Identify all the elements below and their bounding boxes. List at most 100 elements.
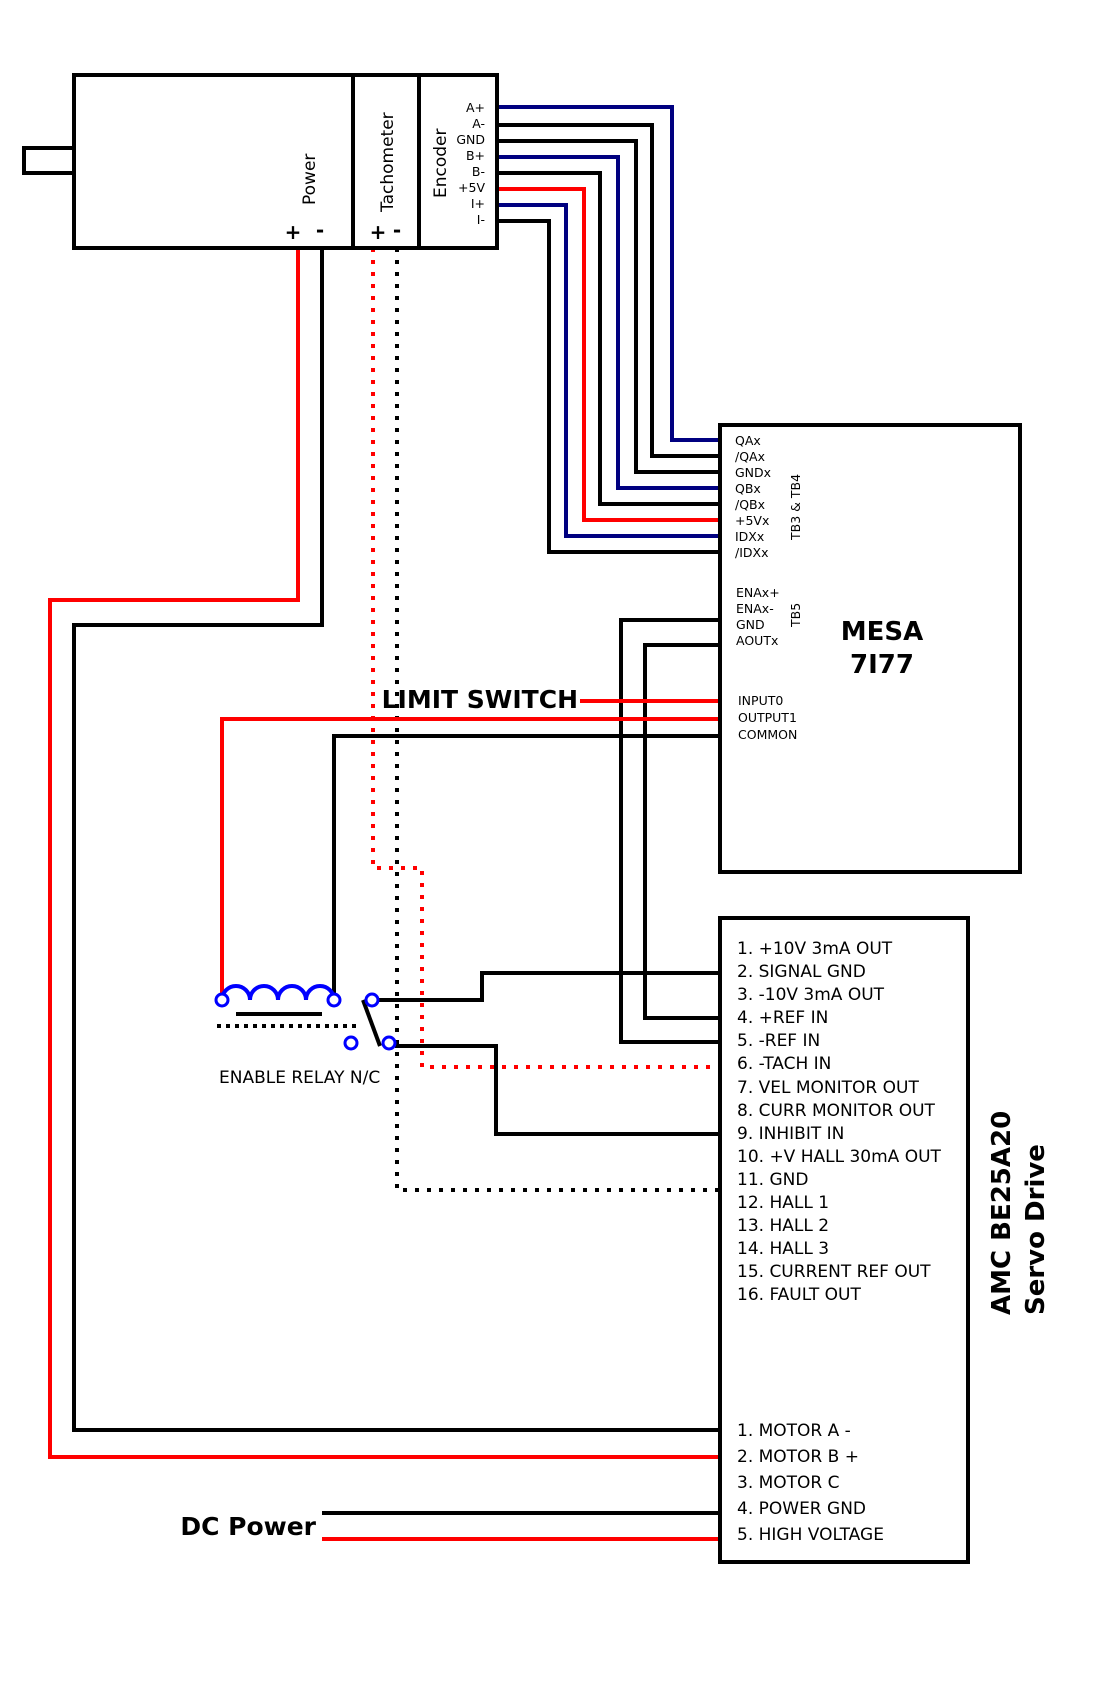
wire-inhibit (395, 1044, 720, 1136)
motor-body (72, 73, 499, 250)
drive-pin: 15. CURRENT REF OUT (737, 1262, 931, 1282)
encoder-pin: B- (472, 164, 485, 179)
mesa-tb5-label: TB5 (788, 603, 803, 628)
mesa-pin: /QBx (735, 497, 765, 512)
mesa-tb5-pins: ENAx+ ENAx- GND AOUTx (736, 585, 780, 648)
relay-contact-wires (378, 971, 720, 1136)
drive-pin: 16. FAULT OUT (737, 1285, 861, 1305)
drive-pin: 3. -10V 3mA OUT (737, 985, 885, 1005)
wire-b-plus (497, 155, 722, 490)
mesa-pin: /QAx (735, 449, 765, 464)
drive-pin: 4. POWER GND (737, 1499, 866, 1519)
mesa-pin: OUTPUT1 (738, 710, 797, 725)
mesa-pin: ENAx- (736, 601, 774, 616)
motor-power-wires (48, 248, 720, 1459)
wire-motor-plus (48, 248, 720, 1459)
mesa-pin: INPUT0 (738, 693, 783, 708)
limit-switch-label: LIMIT SWITCH (382, 685, 578, 714)
mesa-box (718, 423, 1022, 874)
motor-power-minus: - (316, 218, 324, 242)
mesa-title-line2: 7I77 (850, 650, 914, 680)
wire-aout (643, 643, 720, 1020)
wire-i-plus (497, 203, 722, 538)
mesa-tb34-label: TB3 & TB4 (788, 474, 803, 541)
mesa-pin: /IDXx (735, 545, 768, 560)
relay-contact-terminal (381, 1035, 397, 1051)
motor-power-plus: + (285, 220, 302, 244)
drive-pin: 9. INHIBIT IN (737, 1124, 844, 1144)
drive-pin: 3. MOTOR C (737, 1473, 840, 1493)
mesa-pin: QAx (735, 433, 761, 448)
motor: Power Tachometer Encoder + - + - A+ A- G… (22, 73, 499, 250)
io-wires (220, 699, 720, 1000)
encoder-pin: B+ (466, 148, 485, 163)
wire-signal-gnd (378, 971, 720, 1002)
wire-gnd (497, 139, 722, 474)
motor-shaft (22, 146, 76, 175)
motor-tach-plus: + (370, 220, 387, 244)
mesa-pin: COMMON (738, 727, 797, 742)
drive-box (718, 916, 970, 1564)
relay-coil-icon (220, 984, 336, 1001)
encoder-pin-labels: A+ A- GND B+ B- +5V I+ I- (456, 100, 485, 227)
drive-pin: 5. HIGH VOLTAGE (737, 1525, 884, 1545)
encoder-pin: A- (472, 116, 485, 131)
wire-i-minus (497, 219, 722, 554)
relay-contact-terminal (364, 992, 380, 1008)
relay-coil-terminal (214, 992, 230, 1008)
wire-a-minus (497, 123, 722, 458)
relay-contact-arm (361, 999, 382, 1047)
mesa-io-pins: INPUT0 OUTPUT1 COMMON (738, 693, 797, 742)
mesa-pin: AOUTx (736, 633, 778, 648)
mesa-7i77-board: MESA 7I77 TB3 & TB4 TB5 QAx /QAx GNDx QB… (718, 423, 1022, 874)
motor-tach-minus: - (393, 218, 401, 242)
mesa-pin: ENAx+ (736, 585, 780, 600)
drive-pin: 12. HALL 1 (737, 1193, 829, 1213)
encoder-wires (497, 105, 722, 554)
wire-common (332, 734, 720, 1000)
drive-pin: 4. +REF IN (737, 1008, 828, 1028)
mesa-title-line1: MESA (841, 617, 923, 647)
mesa-pin: GND (736, 617, 765, 632)
drive-pin: 11. GND (737, 1170, 808, 1190)
drive-pin: 1. MOTOR A - (737, 1421, 851, 1441)
wire-output1 (220, 717, 720, 1000)
relay-contact-terminal (343, 1035, 359, 1051)
drive-pin: 8. CURR MONITOR OUT (737, 1101, 936, 1121)
wire-b-minus (497, 171, 722, 506)
encoder-pin: I- (477, 212, 485, 227)
enable-relay: ENABLE RELAY N/C (214, 984, 397, 1088)
motor-power-label: Power (300, 154, 320, 205)
encoder-pin: I+ (471, 196, 485, 211)
wire-tach-minus (395, 248, 718, 1192)
drive-pin: 2. MOTOR B + (737, 1447, 859, 1467)
encoder-pin: +5V (458, 180, 485, 195)
mesa-pin: QBx (735, 481, 761, 496)
wire-motor-minus (72, 248, 720, 1432)
tach-wires (371, 248, 718, 1192)
mesa-pin: IDXx (735, 529, 764, 544)
mesa-pin: GNDx (735, 465, 771, 480)
encoder-pin: GND (456, 132, 485, 147)
amc-servo-drive: AMC BE25A20 Servo Drive 1. +10V 3mA OUT … (718, 916, 1051, 1564)
drive-pin: 13. HALL 2 (737, 1216, 829, 1236)
wire-ena-minus (619, 618, 720, 1044)
drive-pin: 6. -TACH IN (737, 1054, 831, 1074)
mesa-pin: +5Vx (735, 513, 769, 528)
drive-pin: 10. +V HALL 30mA OUT (737, 1147, 942, 1167)
dc-power-wires (322, 1511, 720, 1541)
dc-power-label: DC Power (180, 1512, 316, 1541)
motor-tach-label: Tachometer (378, 112, 398, 213)
drive-pin: 2. SIGNAL GND (737, 962, 866, 982)
drive-title-line2: Servo Drive (1021, 1144, 1051, 1315)
ref-wires (619, 618, 720, 1044)
wire-a-plus (497, 105, 722, 442)
relay-coil-terminal (326, 992, 342, 1008)
drive-pin: 5. -REF IN (737, 1031, 820, 1051)
drive-title-line1: AMC BE25A20 (987, 1111, 1017, 1315)
wire-5v (497, 187, 722, 522)
drive-pin: 14. HALL 3 (737, 1239, 829, 1259)
drive-pin: 7. VEL MONITOR OUT (737, 1078, 919, 1098)
wire-tach-plus (371, 248, 718, 1069)
